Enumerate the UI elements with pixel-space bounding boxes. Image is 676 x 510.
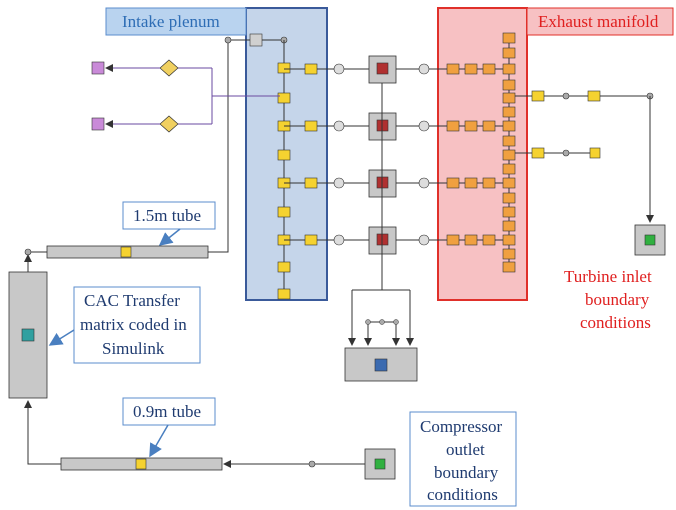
cac-label-line1: CAC Transfer (84, 291, 180, 310)
compressor-label-line3: boundary (434, 463, 499, 482)
compressor-label-line1: Compressor (420, 417, 503, 436)
simulink-matrix-icon (21, 328, 35, 342)
exhaust-outlet-upper-block-1 (531, 90, 545, 102)
green-boundary-icon (634, 224, 666, 256)
compressor-boundary-block (364, 448, 396, 480)
exhaust-outlet-upper-node (562, 92, 570, 100)
tube-lower-icon (135, 458, 147, 470)
crank-mid-node-center (379, 319, 385, 325)
exhaust-chain-blocks (502, 32, 516, 273)
plenum-inlet-node (224, 36, 232, 44)
cac-label-line3: Simulink (102, 339, 165, 358)
intake-plenum-label: Intake plenum (122, 12, 220, 31)
compressor-label-box (409, 411, 517, 507)
purple-sensor-icon (91, 61, 105, 131)
tube-lower-pointer (149, 424, 169, 458)
injector-diamond-icon (159, 59, 179, 133)
exhaust-outlet-lower-node (562, 149, 570, 157)
exhaust-outlet-upper-block-2 (587, 90, 601, 102)
cac-label-box (73, 286, 201, 364)
exhaust-manifold-label: Exhaust manifold (538, 12, 659, 31)
exhaust-outlet-lower-end (589, 147, 601, 159)
plenum-inlet-block (249, 33, 263, 47)
tube-lower-to-cac-line (24, 400, 61, 465)
compressor-label-line2: outlet (446, 440, 485, 459)
compressor-outlet-node (308, 460, 316, 468)
tube-upper-pointer (158, 228, 181, 246)
cac-pointer (48, 329, 75, 346)
dynamometer-icon (374, 358, 388, 372)
tube-lower-label: 0.9m tube (133, 402, 201, 421)
compressor-label-line4: conditions (427, 485, 498, 504)
crank-mid-node-right (393, 319, 399, 325)
exhaust-manifold-label-box (526, 7, 674, 36)
intake-plenum-label-box (105, 7, 247, 36)
tube-lower-label-box (122, 397, 216, 426)
exhaust-outlet-lower-block (531, 147, 545, 159)
turbine-label-line3: conditions (580, 313, 651, 332)
tube-upper-label-box (122, 201, 216, 230)
intake-chain-blocks (277, 62, 291, 300)
cac-label-line2: matrix coded in (80, 315, 187, 334)
orange-striped-pipe-icon (446, 63, 496, 246)
tube-upper-icon (120, 246, 132, 258)
plenum-inlet-line (218, 39, 250, 253)
crank-mid-node-left (365, 319, 371, 325)
turbine-label-line1: Turbine inlet (564, 267, 652, 286)
runner-intake-blocks (304, 63, 318, 246)
tube-upper-label: 1.5m tube (133, 206, 201, 225)
turbine-label-line2: boundary (585, 290, 650, 309)
valve-nodes (333, 63, 430, 246)
tube-upper-inlet-node (24, 248, 32, 256)
